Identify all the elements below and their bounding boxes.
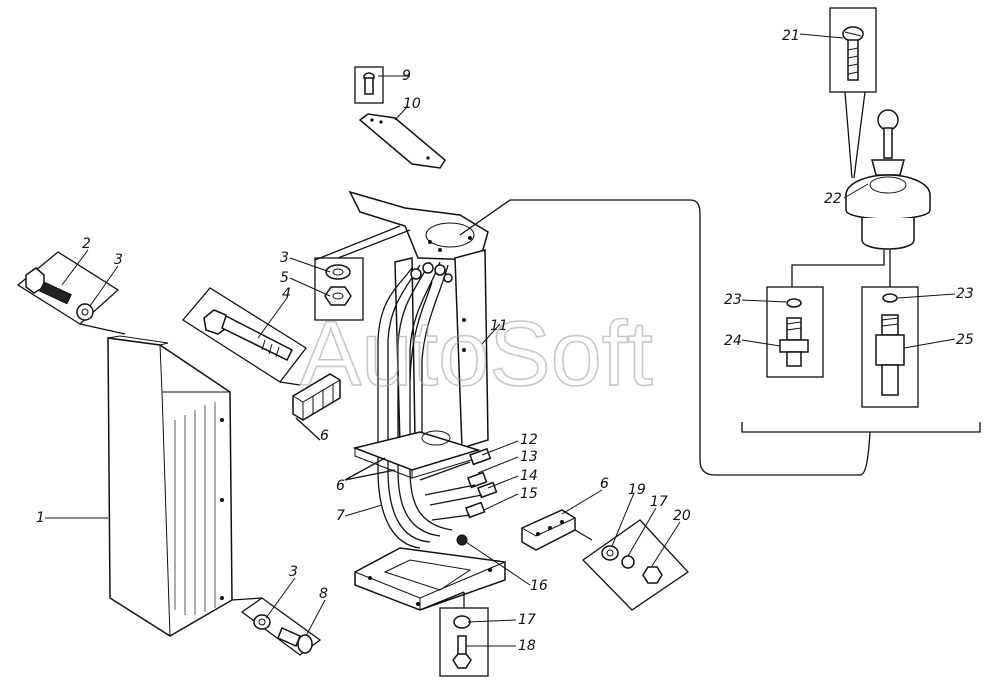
callout-6-b: 6 — [336, 478, 345, 494]
connector-line-left — [791, 250, 885, 287]
callout-22: 22 — [824, 191, 842, 207]
callout-3-b: 3 — [280, 250, 289, 266]
callout-2: 2 — [82, 236, 91, 252]
cover-panel-part — [107, 335, 233, 637]
callout-numbers: 1 2 3 3 3 4 5 6 6 6 7 8 9 10 11 12 13 14… — [36, 28, 974, 654]
main-frame-part — [348, 190, 506, 611]
bolt-washer-box — [16, 251, 126, 335]
washer-nut-box — [314, 257, 364, 321]
callout-6-c: 6 — [600, 476, 609, 492]
pin-box — [354, 66, 384, 104]
callout-11: 11 — [490, 318, 508, 334]
group-bracket — [741, 422, 981, 433]
callout-23-a: 23 — [724, 292, 742, 308]
washer-bolt-box — [419, 591, 489, 677]
callout-3-a: 3 — [114, 252, 123, 268]
washer-screw-box — [231, 597, 322, 656]
callout-8: 8 — [319, 586, 328, 602]
hose-routing-line — [459, 199, 871, 476]
leader-6a — [295, 417, 321, 441]
callout-15: 15 — [520, 486, 538, 502]
control-valve-part — [845, 109, 931, 250]
callout-18: 18 — [518, 638, 536, 654]
leader-6b — [344, 457, 386, 481]
leader-box-frame-1 — [314, 225, 401, 261]
washer-nut-box-right — [581, 519, 689, 611]
fitting-box-left — [766, 286, 824, 378]
callout-21: 21 — [782, 28, 800, 44]
callout-leaders — [45, 33, 956, 647]
callout-16: 16 — [530, 578, 548, 594]
callout-25: 25 — [956, 332, 974, 348]
callout-17-b: 17 — [650, 494, 668, 510]
watermark-text: AutoSoft — [300, 303, 653, 405]
fitting-box-right — [861, 286, 919, 408]
plate-part — [358, 113, 446, 169]
callout-19: 19 — [628, 482, 646, 498]
callout-7: 7 — [336, 508, 345, 524]
callout-9: 9 — [402, 68, 411, 84]
callout-10: 10 — [403, 96, 421, 112]
screw-box — [829, 7, 877, 179]
callout-17-a: 17 — [518, 612, 536, 628]
callout-13: 13 — [520, 449, 538, 465]
long-bolt-box — [182, 287, 307, 386]
right-spacer-part — [521, 509, 593, 551]
callout-20: 20 — [673, 508, 691, 524]
spacer-block-part — [292, 373, 341, 421]
leader-6c — [344, 469, 396, 481]
callout-4: 4 — [282, 286, 291, 302]
callout-6-a: 6 — [320, 428, 329, 444]
callout-5: 5 — [280, 270, 289, 286]
callout-14: 14 — [520, 468, 538, 484]
leader-box-frame-2 — [337, 229, 411, 259]
callout-12: 12 — [520, 432, 538, 448]
callout-24: 24 — [724, 333, 742, 349]
callout-3-c: 3 — [289, 564, 298, 580]
callout-23-b: 23 — [956, 286, 974, 302]
callout-1: 1 — [36, 510, 45, 526]
